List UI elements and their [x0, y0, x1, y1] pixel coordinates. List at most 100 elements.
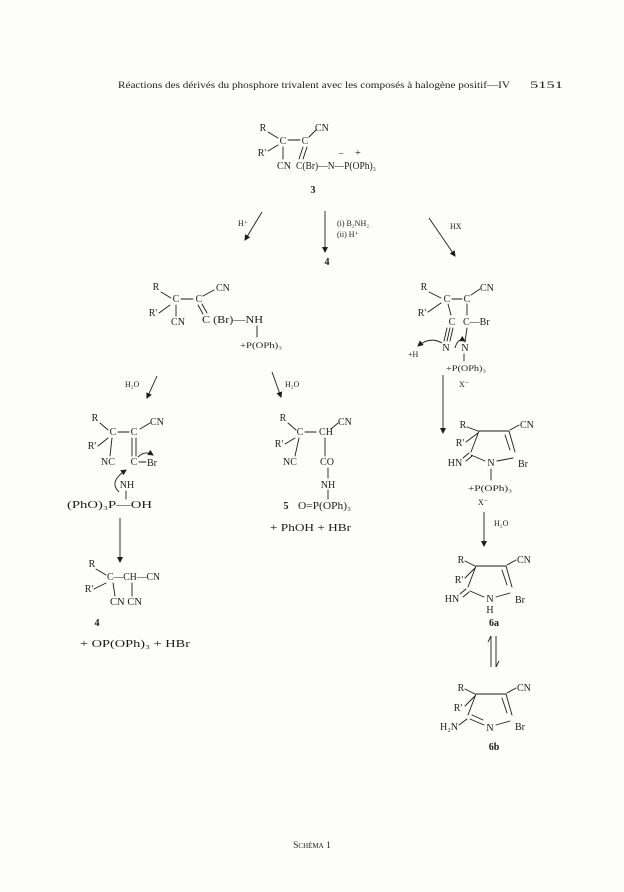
ring-nitrogen: N [486, 594, 493, 605]
curved-electron-arrow [417, 339, 443, 347]
reaction-arrow-right [271, 371, 283, 398]
negative-charge: − [338, 149, 344, 160]
phosphoramidate-group: O=P(OPh)₃ [298, 501, 351, 512]
bromo-carbon: C—Br [463, 317, 490, 328]
imine-group: HN [445, 594, 459, 605]
reaction-arrow-left [244, 211, 263, 241]
nitrile-group: CN [517, 683, 531, 694]
reaction-arrow-right [428, 217, 456, 257]
compound-4: R C—CH—CN R' CN CN 4 + OP(OPh)₃ + HBr [80, 518, 191, 650]
curved-electron-arrow [137, 449, 154, 458]
equilibrium-arrows [487, 635, 500, 668]
carbon-atom: C [110, 427, 117, 438]
r-group: R [153, 282, 160, 293]
carbon-atom: C [297, 427, 304, 438]
compound-number: 5 [284, 501, 289, 512]
hydrogen-atom: H [486, 605, 493, 616]
r-prime-group: R' [88, 441, 97, 452]
compound-5-bonds [284, 422, 339, 500]
r-prime-group: R' [456, 438, 465, 449]
phosphazene-chain: C(Br)—N—P(OPh)₃ [296, 161, 376, 172]
r-group: R [421, 282, 428, 293]
r-group: R [92, 413, 99, 424]
r-prime-group: R' [454, 703, 463, 714]
compound-3-bonds [267, 129, 317, 160]
ring-nitrogen: N [461, 343, 468, 354]
carbon-atom: C [444, 294, 451, 305]
ring-nitrogen: N [487, 458, 494, 469]
carbon-atom: C [131, 427, 138, 438]
nitrile-group: CN [277, 161, 291, 172]
reagent-label: (ii) H⁺ [337, 230, 359, 239]
phosphorane-group: (PhO)₃P—OH [67, 500, 152, 511]
methine-group: CH [319, 427, 333, 438]
amine-group: NH [321, 480, 335, 491]
carbon-atom: C [196, 294, 203, 305]
phosphonium-group: +P(OPh)₃ [446, 364, 486, 373]
nitrile-group: CN [150, 417, 164, 428]
r-group: R [260, 123, 267, 134]
positive-charge: + [355, 148, 361, 159]
r-group: R [458, 683, 465, 694]
intermediate-phosphonium: R C C CN R' CN C (Br)—NH +P(OPh)₃ [149, 282, 283, 350]
r-prime-group: R' [455, 575, 464, 586]
nitrile-group: CN [315, 123, 329, 134]
byproducts: + PhOH + HBr [270, 523, 352, 534]
bromo-amine-chain: C (Br)—NH [202, 315, 263, 326]
ring-nitrogen: N [486, 723, 493, 734]
reagent-label: H₂O [494, 519, 509, 528]
reaction-arrow-left [146, 375, 158, 399]
iminium-salt: R R' CN HN N Br +P(OPh)₃ X⁻ H₂O [448, 420, 534, 547]
nitrile-group: NC [283, 457, 297, 468]
compound-3: R C C CN R' CN C(Br)—N—P(OPh)₃ − + 3 [258, 123, 376, 196]
r-prime-group: R' [418, 308, 427, 319]
ring-bonds [459, 559, 517, 598]
running-title: Réactions des dérivés du phosphore triva… [118, 80, 510, 91]
carbon-atom: C [280, 136, 287, 147]
reagent-label: H⁺ [238, 219, 248, 228]
malononitrile-chain: C—CH—CN [107, 572, 160, 583]
compound-number: 4 [95, 618, 100, 629]
compound-5: R C CH CN R' NC CO NH 5 O=P(OPh)₃ + PhOH… [270, 413, 352, 534]
ring-bonds [462, 424, 520, 481]
r-prime-group: R' [258, 148, 267, 159]
carbon-atom: C [302, 136, 309, 147]
reagent-label: H₂O [125, 380, 140, 389]
r-group: R [460, 420, 467, 431]
proton: +H [408, 350, 419, 359]
carbon-atom: C [464, 294, 471, 305]
amine-group: NH [120, 480, 134, 491]
reagent-label: HX [450, 222, 462, 231]
compound-number: 4 [325, 257, 330, 268]
phosphonium-group: +P(OPh)₃ [468, 484, 512, 493]
compound-6b: R R' CN H₂N N Br 6b [440, 683, 531, 753]
intermediate-cyclisation: R C C CN R' C C—Br +H N N +P(OPh)₃ [408, 282, 494, 373]
r-prime-group: R' [85, 584, 94, 595]
byproducts: + OP(OPh)₃ + HBr [80, 639, 191, 650]
nitrile-group: CN [338, 417, 352, 428]
carbon-atom: C [131, 457, 138, 468]
nitrile-group: CN [216, 283, 230, 294]
r-prime-group: R' [149, 308, 158, 319]
reagent-label: X⁻ [459, 380, 469, 389]
adduct-bonds [97, 422, 151, 500]
phosphorane-adduct: R C C CN R' NC C Br NH (PhO)₃P—OH [67, 413, 164, 511]
bromine-atom: Br [518, 459, 529, 470]
carbonyl-group: CO [320, 457, 334, 468]
ring-bonds [458, 687, 517, 726]
compound-6a: R R' CN HN N Br H 6a [445, 555, 531, 629]
nitrile-pair: CN CN [110, 597, 142, 608]
reaction-arrows-row-2: H₂O H₂O X⁻ [125, 371, 469, 434]
nitrile-group: NC [101, 457, 115, 468]
bromine-atom: Br [147, 458, 158, 469]
r-group: R [280, 413, 287, 424]
r-group: R [89, 559, 96, 570]
nitrile-group: CN [517, 555, 531, 566]
intermediate-bonds [427, 288, 481, 362]
amino-group: H₂N [440, 722, 458, 733]
curved-electron-arrow [454, 335, 466, 349]
compound-4-bonds [93, 568, 133, 597]
scheme-caption: Schéma 1 [293, 841, 331, 851]
imine-group: HN [448, 458, 462, 469]
reaction-arrows-row-1: H⁺ (i) B₂NH₂ (ii) H⁺ 4 HX [238, 211, 462, 268]
